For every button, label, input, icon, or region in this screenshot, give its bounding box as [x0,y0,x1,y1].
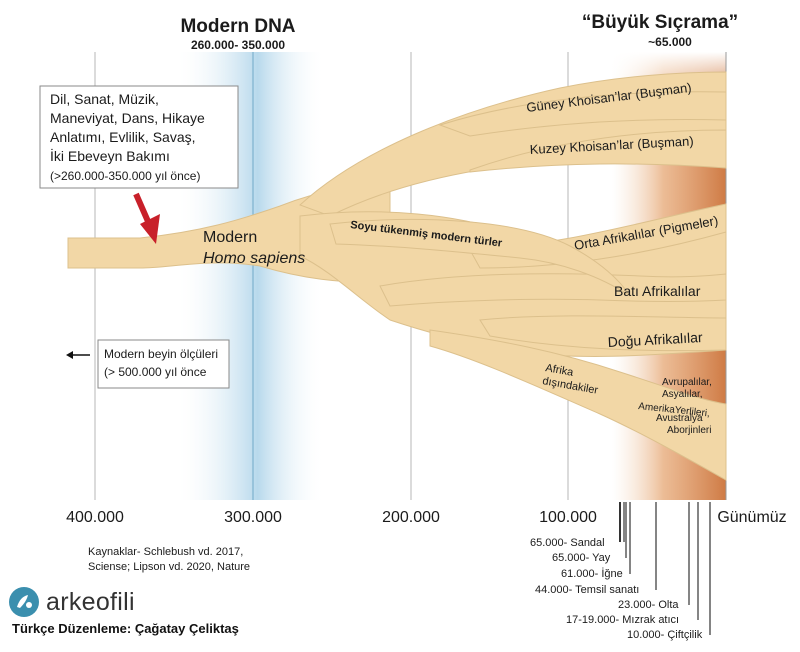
south-khoisan-branch [438,91,727,137]
logo-text: arkeofili [46,587,135,616]
traits-callout-box [39,85,239,189]
trunk-label-modern: Modern [203,229,257,246]
trunk-label-homo-sapiens: Homo sapiens [203,250,305,267]
brain-box-line-1: Modern beyin ölçüleri [104,347,218,361]
callout-line-1: Dil, Sanat, Müzik, [50,91,159,107]
axis-tick-today: Günümüz [717,509,786,526]
brand-logo[interactable]: arkeofili [8,586,135,618]
arkeofili-logo-icon [9,587,39,617]
brain-box-line-2: (> 500.000 yıl önce [104,365,207,379]
label-out-of-africa-1: Afrika [544,362,575,379]
event-spear-thrower: 17-19.000- Mızrak atıcı [566,614,679,626]
modern-dna-range: 260.000- 350.000 [191,38,285,52]
great-leap-title: “Büyük Sıçrama” [582,12,738,33]
label-group-1: Avrupalılar, [662,377,712,388]
label-group-5: Aborjinleri [667,425,711,436]
lineage-tree [67,71,727,481]
event-needle: 61.000- İğne [561,567,623,580]
label-west-african: Batı Afrikalılar [614,283,701,299]
left-arrow-icon [66,351,90,359]
great-leap-value: ~65.000 [648,35,692,49]
label-group-4: Avustralya [656,413,703,424]
editor-credit: Türkçe Düzenleme: Çağatay Çeliktaş [12,621,239,636]
sources-line-2: Sciense; Lipson vd. 2020, Nature [88,561,250,573]
event-farming: 10.000- Çiftçilik [627,629,703,641]
event-markers [619,502,711,635]
out-of-africa-branch [429,329,727,481]
label-east-african: Doğu Afrikalılar [607,329,703,350]
axis-tick-100000: 100.000 [539,509,597,526]
axis-tick-300000: 300.000 [224,509,282,526]
brain-size-box [97,339,230,389]
west-african-branch [379,273,727,307]
event-bow: 65.000- Yay [552,552,611,564]
callout-line-3: Anlatımı, Evlilik, Savaş, [50,129,196,145]
callout-line-2: Maneviyat, Dans, Hikaye [50,110,205,126]
axis-tick-400000: 400.000 [66,509,124,526]
modern-dna-title: Modern DNA [180,16,295,37]
axis-tick-200000: 200.000 [382,509,440,526]
callout-line-4: İki Ebeveyn Bakımı [50,147,170,164]
north-khoisan-branch [469,129,727,173]
label-group-2: Asyalılar, [662,389,703,400]
callout-line-5: (>260.000-350.000 yıl önce) [50,169,200,183]
red-arrow-icon [133,192,160,244]
event-representational-art: 44.000- Temsil sanatı [535,584,639,596]
event-fishhook: 23.000- Olta [618,599,679,611]
event-sandal: 65.000- Sandal [530,537,605,549]
extinct-branch [329,218,631,297]
east-african-branch [479,315,727,352]
sources-line-1: Kaynaklar- Schlebush vd. 2017, [88,546,243,558]
